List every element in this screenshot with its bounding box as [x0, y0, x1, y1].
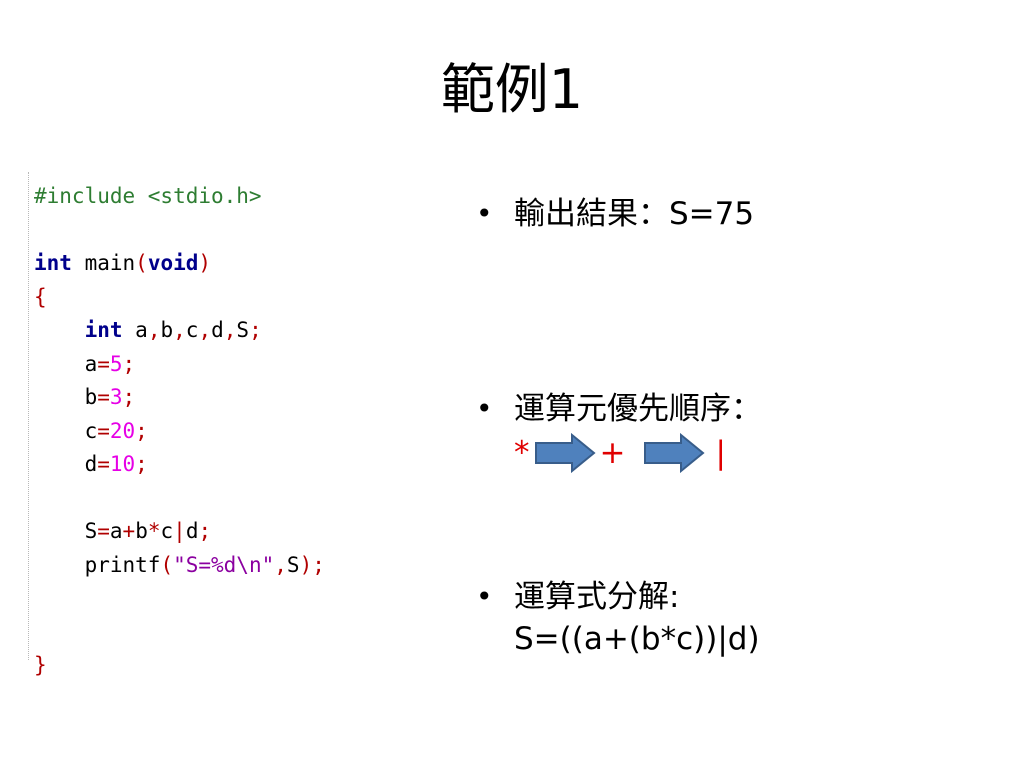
- code-token: (: [135, 251, 148, 275]
- code-token: printf: [34, 552, 161, 577]
- code-line: }: [34, 649, 47, 682]
- code-token: ;: [122, 351, 136, 376]
- code-token: 20: [109, 418, 136, 443]
- code-token: b: [160, 318, 174, 342]
- bullet-dot: •: [476, 392, 493, 425]
- code-line: #include <stdio.h>: [34, 180, 262, 213]
- code-line: c=20;: [34, 415, 148, 448]
- code-token: void: [147, 251, 199, 275]
- code-token: d: [211, 318, 224, 342]
- operator-plus: +: [599, 435, 626, 471]
- code-line: int a,b,c,d,S;: [34, 314, 262, 347]
- code-token: ,: [223, 318, 237, 342]
- code-token: 10: [109, 452, 136, 476]
- bullet-dot: •: [476, 197, 493, 230]
- code-line: d=10;: [34, 448, 148, 481]
- code-token: 5: [109, 351, 123, 376]
- precedence-order: * + |: [514, 430, 762, 476]
- bullet-decompose: • 運算式分解: S=((a+(b*c))|d): [476, 576, 760, 660]
- code-line: int main(void): [34, 247, 211, 280]
- code-token: ;: [122, 385, 136, 409]
- code-token: b: [135, 519, 148, 543]
- code-token: ,: [198, 318, 212, 342]
- code-token: +: [122, 519, 136, 543]
- code-token: S: [286, 552, 300, 577]
- code-token: ;: [135, 418, 148, 443]
- code-token: c: [185, 318, 199, 342]
- code-token: |: [173, 519, 186, 543]
- code-token: =: [97, 418, 110, 443]
- code-token: ;: [198, 519, 212, 543]
- code-token: {: [34, 284, 47, 309]
- code-token: S: [236, 318, 250, 342]
- slide-title: 範例1: [440, 58, 584, 121]
- code-token: ;: [312, 552, 325, 577]
- code-token: =: [97, 519, 110, 543]
- operator-multiply: *: [514, 435, 530, 471]
- bullet-dot: •: [476, 580, 493, 613]
- code-token: (: [160, 552, 174, 577]
- right-arrow-icon: [643, 433, 706, 473]
- operator-bitwise-or: |: [715, 435, 726, 471]
- code-token: =: [97, 351, 110, 376]
- code-panel: #include <stdio.h>int main(void){ int a,…: [28, 172, 414, 677]
- code-token: ,: [173, 318, 186, 342]
- code-token: S: [34, 519, 98, 543]
- code-token: b: [34, 385, 98, 409]
- code-token: c: [34, 418, 98, 443]
- code-token: a: [109, 519, 123, 543]
- code-token: }: [34, 653, 47, 677]
- code-token: main: [71, 251, 136, 275]
- bullet-decompose-text: 運算式分解:: [514, 579, 680, 615]
- code-token: ;: [135, 452, 148, 476]
- code-token: 3: [109, 385, 123, 409]
- code-token: ;: [249, 318, 262, 342]
- code-token: *: [147, 519, 161, 543]
- code-token: d: [185, 519, 199, 543]
- code-token: =: [97, 385, 110, 409]
- code-token: #include <stdio.h>: [34, 184, 262, 208]
- code-line: b=3;: [34, 381, 136, 414]
- decomposed-expression: S=((a+(b*c))|d): [514, 621, 760, 657]
- code-line: printf("S=%d\n",S);: [34, 549, 325, 582]
- bullet-output: • 輸出結果：S=75: [476, 193, 754, 235]
- code-token: ,: [147, 318, 161, 342]
- code-line: {: [34, 281, 47, 314]
- code-token: ): [299, 552, 313, 577]
- bullet-precedence-text: 運算元優先順序：: [514, 391, 762, 427]
- code-token: a: [34, 351, 98, 376]
- code-line: S=a+b*c|d;: [34, 515, 212, 548]
- code-token: =: [97, 452, 110, 476]
- code-token: d: [34, 452, 98, 476]
- code-line: a=5;: [34, 348, 136, 381]
- code-token: [34, 318, 85, 342]
- code-token: int: [34, 251, 72, 275]
- code-token: "S=%d\n": [173, 552, 275, 577]
- code-token: c: [160, 519, 174, 543]
- code-token: ,: [274, 552, 287, 577]
- code-token: int: [84, 318, 123, 342]
- code-token: a: [122, 318, 148, 342]
- code-token: ): [198, 251, 212, 275]
- bullet-output-text: 輸出結果：S=75: [514, 196, 755, 232]
- bullet-precedence: • 運算元優先順序： * + |: [476, 388, 762, 476]
- right-arrow-icon: [534, 433, 596, 473]
